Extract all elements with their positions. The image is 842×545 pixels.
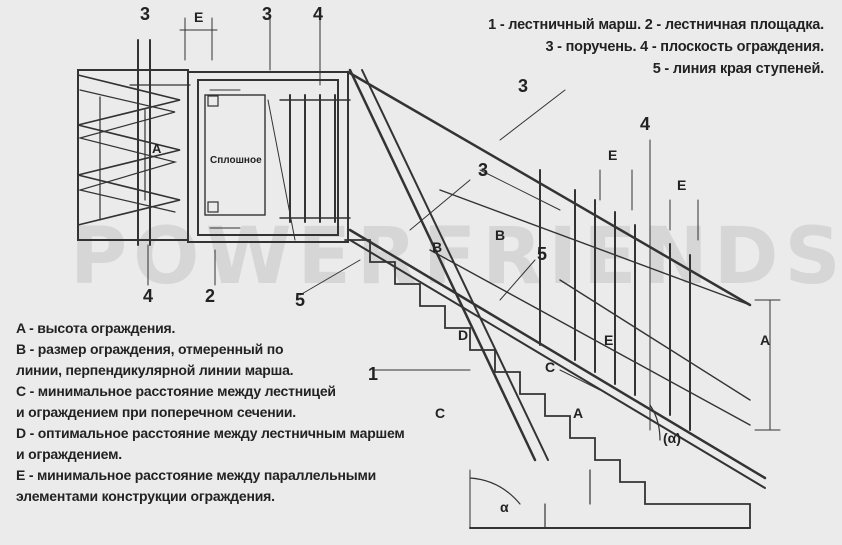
label-d: D — [458, 327, 468, 343]
stair-side-view — [299, 68, 781, 529]
legend-bottom-line: B - размер ограждения, отмеренный по — [16, 341, 284, 357]
legend-bottom-line: C - минимальное расстояние между лестниц… — [16, 383, 336, 399]
legend-bottom-line: D - оптимальное расстояние между лестнич… — [16, 425, 405, 441]
label-alpha: α — [500, 499, 509, 515]
label-a-right: A — [760, 332, 770, 348]
label-3-mid: 3 — [478, 160, 488, 180]
label-e-top: E — [194, 9, 203, 25]
label-c-2: C — [545, 359, 555, 375]
label-b-1: B — [432, 239, 442, 255]
plan-view — [77, 17, 351, 286]
label-4-top: 4 — [313, 4, 323, 24]
legend-bottom-line: E - минимальное расстояние между паралле… — [16, 467, 377, 483]
label-alpha-paren: (α) — [663, 430, 681, 446]
legend-bottom-line: и ограждением при поперечном сечении. — [16, 404, 296, 420]
label-a-side: A — [573, 405, 583, 421]
legend-bottom: A - высота ограждения. B - размер огражд… — [16, 318, 486, 507]
legend-top-line: 1 - лестничный марш. 2 - лестничная площ… — [488, 17, 824, 33]
label-5-right: 5 — [537, 244, 547, 264]
label-4-right: 4 — [640, 114, 650, 134]
label-3-right: 3 — [518, 76, 528, 96]
label-e-right-2: E — [677, 177, 686, 193]
legend-bottom-line: и ограждением. — [16, 446, 122, 462]
label-3-top-left: 3 — [140, 4, 150, 24]
label-a-plan: A — [152, 141, 162, 156]
label-e-side: E — [604, 332, 613, 348]
legend-top: 1 - лестничный марш. 2 - лестничная площ… — [394, 14, 824, 80]
label-c-1: C — [435, 405, 445, 421]
label-5-left: 5 — [295, 290, 305, 310]
legend-bottom-line: A - высота ограждения. — [16, 320, 176, 336]
label-4-bottom: 4 — [143, 286, 153, 306]
label-3-top: 3 — [262, 4, 272, 24]
label-1: 1 — [368, 364, 378, 384]
legend-bottom-line: линии, перпендикулярной линии марша. — [16, 362, 294, 378]
label-2: 2 — [205, 286, 215, 306]
legend-top-line: 3 - поручень. 4 - плоскость ограждения. — [545, 39, 824, 55]
label-b-2: B — [495, 227, 505, 243]
diagram-labels: 3 3 4 E 4 2 5 Сплошное A 3 3 4 5 1 E E B… — [140, 4, 770, 515]
label-solid: Сплошное — [210, 155, 262, 166]
label-e-right-1: E — [608, 147, 617, 163]
legend-top-line: 5 - линия края ступеней. — [652, 61, 824, 77]
legend-bottom-line: элементами конструкции ограждения. — [16, 488, 275, 504]
